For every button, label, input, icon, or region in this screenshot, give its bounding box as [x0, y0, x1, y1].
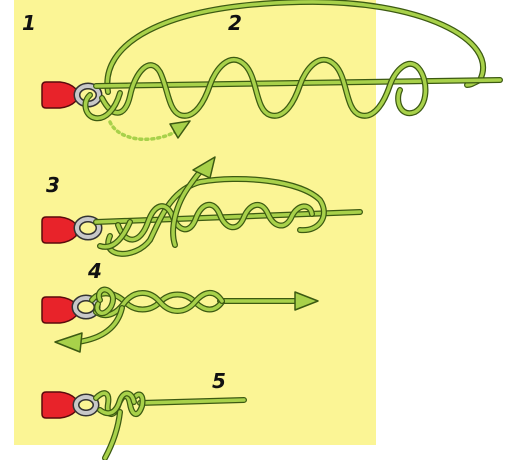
step-5-illustration	[41, 390, 247, 460]
arrowhead-icon	[54, 332, 83, 353]
lure-head-icon	[41, 81, 77, 109]
dotted-direction-path	[108, 120, 177, 141]
hook-eye-ring	[74, 395, 98, 415]
step-4-illustration	[41, 286, 319, 353]
line-tag-end	[98, 220, 132, 249]
line-tag-through-eye	[83, 91, 122, 120]
lure-head-icon	[41, 216, 77, 244]
line-tag-up	[171, 170, 202, 247]
line-coils	[116, 203, 314, 242]
hook-eye-ring	[75, 217, 101, 239]
step-3-illustration	[41, 156, 363, 257]
line-return-loop	[106, 177, 326, 256]
lure-head-icon	[41, 391, 77, 419]
line-standing	[94, 210, 362, 224]
line-tight-coils-2	[98, 391, 136, 415]
line-front-loops	[95, 287, 115, 316]
step-label-4: 4	[87, 259, 102, 283]
line-coils	[100, 57, 428, 118]
lure-head-icon	[41, 296, 77, 324]
line-standing	[138, 398, 246, 405]
step-label-1: 1	[22, 11, 36, 35]
step-1-2-illustration	[41, 0, 503, 141]
arrowhead-icon	[192, 156, 216, 179]
arrowhead-icon	[169, 120, 191, 139]
line-tag-end	[103, 410, 122, 460]
line-tag-pull	[76, 306, 124, 344]
step-label-2: 2	[228, 11, 242, 35]
line-twist-b	[94, 291, 224, 317]
step-label-3: 3	[46, 173, 60, 197]
step-label-5: 5	[212, 369, 226, 393]
arrowhead-icon	[294, 291, 319, 311]
